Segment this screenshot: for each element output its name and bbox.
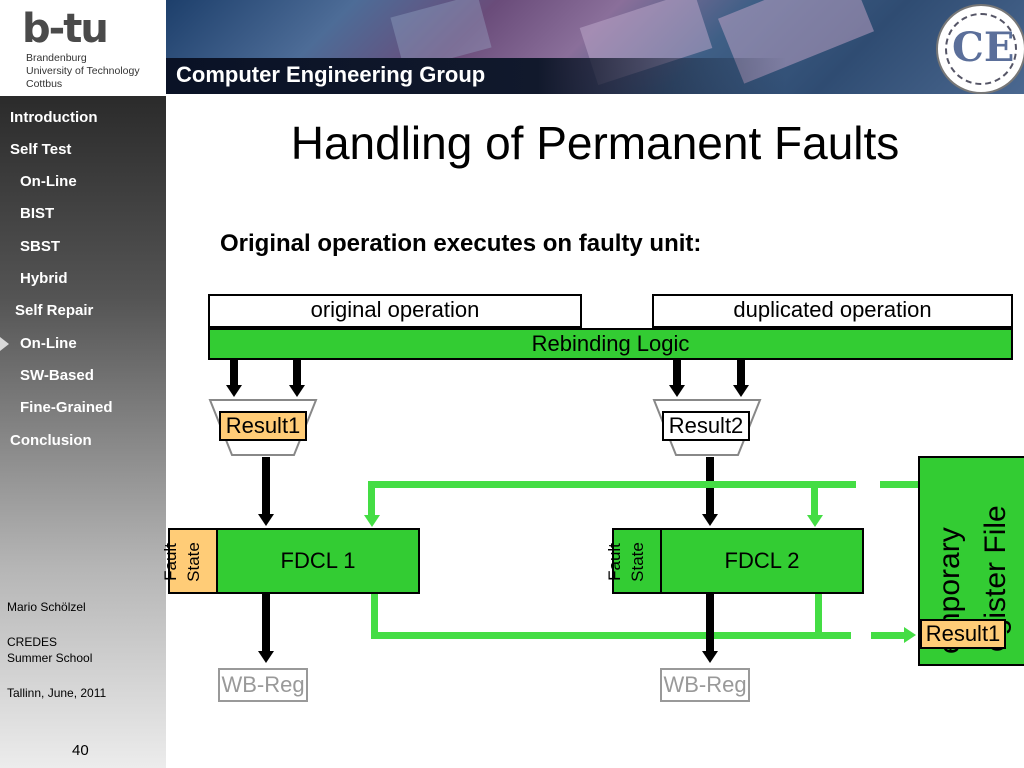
- seal-ring: [945, 13, 1017, 85]
- fdcl-to-wb-arrow: [706, 594, 714, 652]
- unit-to-fdcl-arrow: [262, 457, 270, 515]
- fault-state-2-line-2: State: [627, 542, 647, 582]
- logo-line-1: Brandenburg: [26, 52, 87, 64]
- sidebar-item-bist[interactable]: BIST: [20, 205, 55, 222]
- logo-line-3: Cottbus: [26, 78, 63, 90]
- result2-label: Result2: [662, 411, 750, 441]
- fault-state-2: Fault State: [605, 528, 662, 594]
- event-subtitle: Summer School: [7, 651, 93, 665]
- slide-subtitle: Original operation executes on faulty un…: [220, 230, 702, 257]
- slide-title: Handling of Permanent Faults: [290, 117, 900, 169]
- sidebar-item-self-repair[interactable]: Self Repair: [15, 302, 94, 319]
- header-titlebar: [166, 58, 786, 94]
- feedback-arrowhead-1: [364, 515, 380, 527]
- writeback-arrowhead: [904, 627, 916, 643]
- seal-letters: CE: [952, 24, 1015, 71]
- wb-reg-1: WB-Reg: [218, 668, 308, 702]
- author-name: Mario Schölzel: [7, 600, 86, 614]
- input-arrowhead: [733, 385, 749, 397]
- input-arrow: [230, 360, 238, 386]
- result1-label: Result1: [219, 411, 307, 441]
- fdcl-to-wb-arrow: [262, 594, 270, 652]
- duplicated-operation-box: duplicated operation: [652, 294, 1013, 328]
- input-arrow: [737, 360, 745, 386]
- writeback-line-bottom-end: [871, 632, 905, 639]
- department-seal-icon: CE: [936, 4, 1024, 94]
- input-arrowhead: [669, 385, 685, 397]
- sidebar-item-self-repair-on-line[interactable]: On-Line: [20, 335, 77, 352]
- temp-result1-label: Result1: [920, 619, 1006, 649]
- input-arrowhead: [226, 385, 242, 397]
- wb-reg-2: WB-Reg: [660, 668, 750, 702]
- original-operation-box: original operation: [208, 294, 582, 328]
- input-arrowhead: [289, 385, 305, 397]
- feedback-line-top-end: [880, 481, 920, 488]
- location-date: Tallinn, June, 2011: [7, 686, 107, 700]
- feedback-line-down-2: [811, 481, 818, 516]
- fdcl-to-wb-arrowhead: [258, 651, 274, 663]
- university-logo: b-tu Brandenburg University of Technolog…: [0, 0, 166, 96]
- input-arrow: [293, 360, 301, 386]
- current-item-pointer-icon: [0, 337, 9, 351]
- sidebar-item-self-test[interactable]: Self Test: [10, 141, 72, 158]
- sidebar-item-self-test-on-line[interactable]: On-Line: [20, 173, 77, 190]
- feedback-arrowhead-2: [807, 515, 823, 527]
- sidebar-item-conclusion[interactable]: Conclusion: [10, 432, 92, 449]
- fault-state-1-line-1: Fault: [160, 543, 180, 581]
- sidebar: [0, 96, 166, 768]
- rebinding-logic-bar: Rebinding Logic: [208, 328, 1013, 360]
- logo-mark: b-tu: [22, 6, 109, 52]
- feedback-line-top: [368, 481, 856, 488]
- input-arrow: [673, 360, 681, 386]
- fault-state-1: Fault State: [161, 528, 218, 594]
- fault-state-1-line-2: State: [183, 542, 203, 582]
- group-title: Computer Engineering Group: [176, 62, 486, 87]
- sidebar-item-sbst[interactable]: SBST: [20, 238, 61, 255]
- sidebar-item-sw-based[interactable]: SW-Based: [20, 367, 94, 384]
- fdcl-to-wb-arrowhead: [702, 651, 718, 663]
- fault-state-2-line-1: Fault: [604, 543, 624, 581]
- writeback-line-bottom: [371, 632, 851, 639]
- unit-to-fdcl-arrowhead: [702, 514, 718, 526]
- sidebar-item-introduction[interactable]: Introduction: [10, 109, 98, 126]
- feedback-line-down-1: [368, 481, 375, 516]
- page-number: 40: [72, 742, 89, 759]
- sidebar-item-fine-grained[interactable]: Fine-Grained: [20, 399, 113, 416]
- fdcl-2-box: FDCL 2: [660, 528, 864, 594]
- sidebar-item-hybrid[interactable]: Hybrid: [20, 270, 68, 287]
- fdcl-1-box: FDCL 1: [216, 528, 420, 594]
- event-name: CREDES: [7, 635, 58, 649]
- writeback-line-up-2: [815, 594, 822, 638]
- logo-line-2: University of Technology: [26, 65, 140, 77]
- writeback-line-up-1: [371, 594, 378, 638]
- unit-to-fdcl-arrowhead: [258, 514, 274, 526]
